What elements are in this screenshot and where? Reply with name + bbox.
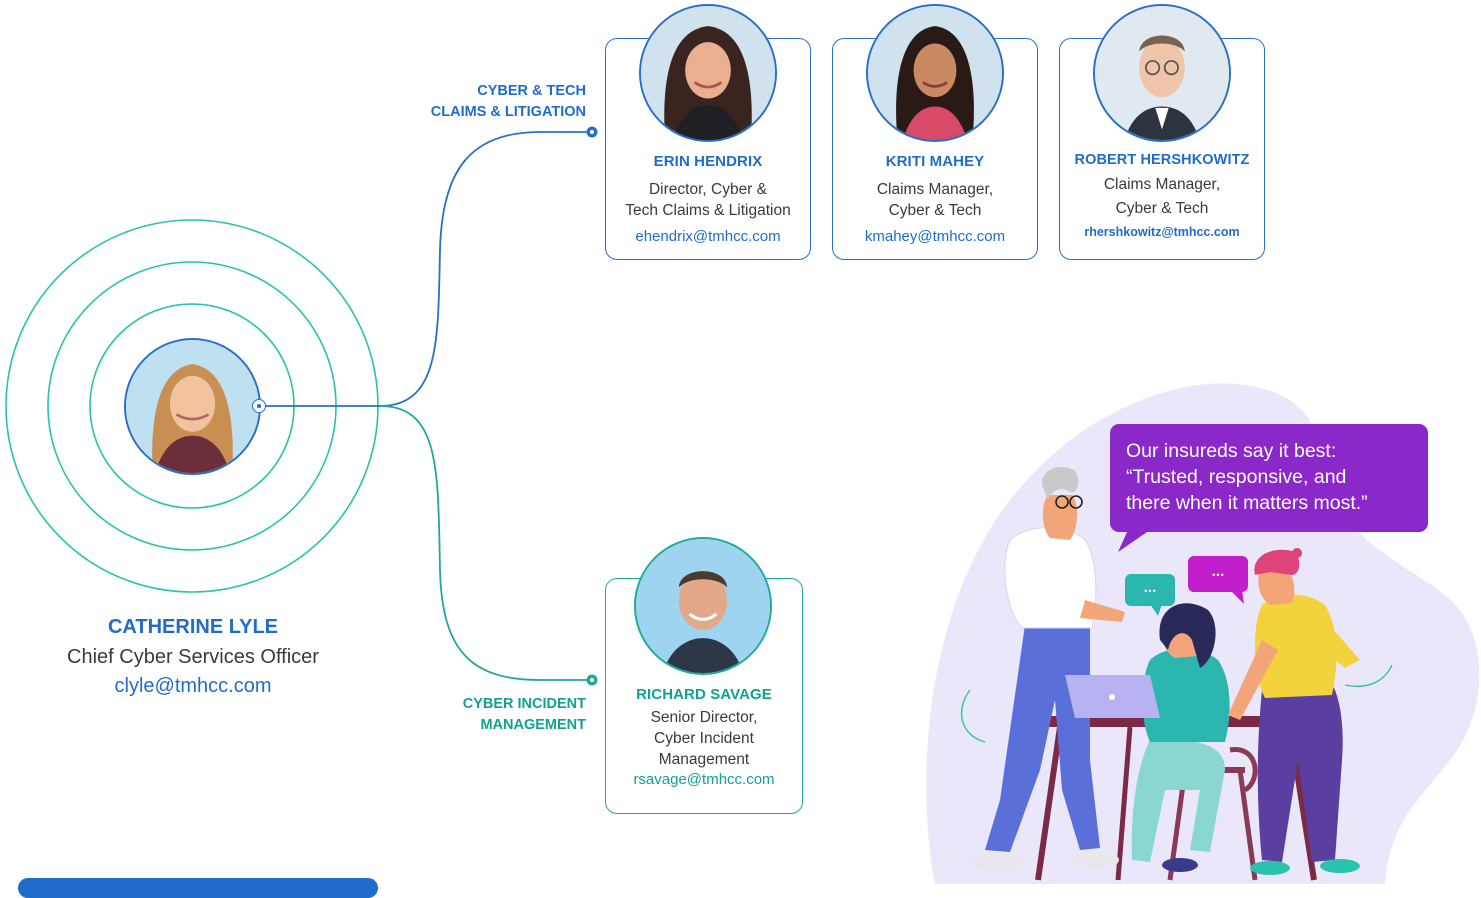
avatar-richard-savage [634, 537, 772, 675]
member-name: KRITI MAHEY [885, 153, 985, 170]
branch-label-claims: CYBER & TECH CLAIMS & LITIGATION [431, 81, 586, 123]
member-title-line: Director, Cyber & [648, 181, 767, 198]
chat-bubble-teal: ... [1125, 574, 1175, 606]
quote-line: Our insureds say it best: [1126, 440, 1337, 462]
connector-origin-dot [252, 399, 266, 413]
member-email[interactable]: ehendrix@tmhcc.com [635, 228, 781, 245]
quote-line: “Trusted, responsive, and [1126, 466, 1347, 488]
footer-bar [18, 878, 378, 898]
member-title-line: Cyber Incident [654, 730, 754, 747]
member-name: ERIN HENDRIX [653, 153, 763, 170]
member-title-line: Senior Director, [650, 709, 758, 726]
chat-bubble-magenta: ... [1188, 556, 1248, 592]
chat-bubble-teal-text: ... [1143, 579, 1157, 596]
member-title-line: Cyber & Tech [1115, 200, 1209, 217]
team-illustration [960, 466, 1393, 881]
avatar-kriti-mahey [866, 4, 1004, 142]
member-email[interactable]: rsavage@tmhcc.com [633, 771, 775, 788]
quote-bubble: Our insureds say it best: “Trusted, resp… [1110, 424, 1428, 532]
member-title-line: Claims Manager, [1103, 176, 1221, 193]
branch-label-incident: CYBER INCIDENT MANAGEMENT [463, 694, 586, 736]
member-name: RICHARD SAVAGE [636, 686, 772, 703]
branch-label-claims-line1: CYBER & TECH [477, 83, 586, 99]
quote-line: there when it matters most.” [1126, 492, 1368, 514]
branch-label-claims-line2: CLAIMS & LITIGATION [430, 104, 586, 120]
member-title-line: Management [658, 751, 750, 768]
member-email[interactable]: rhershkowitz@tmhcc.com [1084, 225, 1240, 239]
branch-label-incident-line2: MANAGEMENT [480, 717, 586, 733]
member-title-line: Tech Claims & Litigation [625, 202, 791, 219]
chat-bubble-magenta-text: ... [1211, 563, 1225, 580]
member-title-line: Cyber & Tech [888, 202, 982, 219]
leader-email[interactable]: clyle@tmhcc.com [114, 675, 272, 697]
avatar-erin-hendrix [639, 4, 777, 142]
member-email[interactable]: kmahey@tmhcc.com [864, 228, 1006, 245]
member-title-line: Claims Manager, [876, 181, 994, 198]
connector-incident [379, 405, 592, 681]
quote-bubble-tail [1118, 530, 1150, 552]
leader-title: Chief Cyber Services Officer [67, 646, 319, 668]
branch-label-incident-line1: CYBER INCIDENT [462, 696, 586, 712]
connector-claims [259, 131, 592, 407]
leader-name: CATHERINE LYLE [107, 616, 279, 638]
avatar-catherine-lyle [124, 338, 261, 475]
member-name: ROBERT HERSHKOWITZ [1074, 152, 1250, 168]
avatar-robert-hershkowitz [1093, 4, 1231, 142]
